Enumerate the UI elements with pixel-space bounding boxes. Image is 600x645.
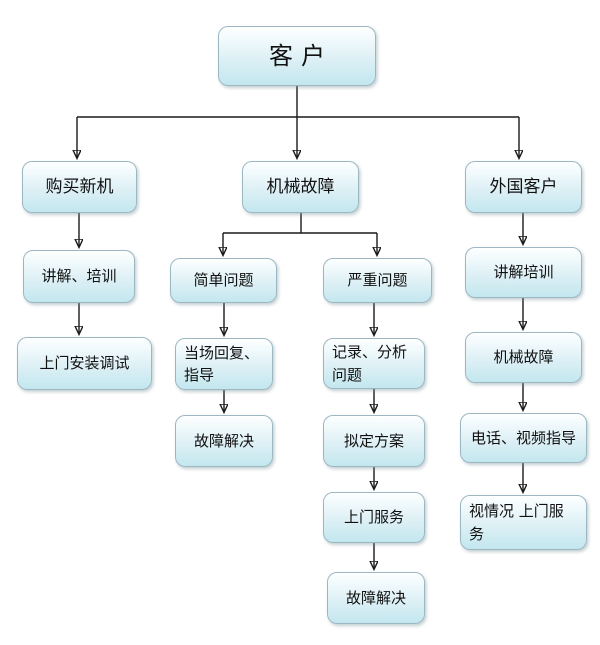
connector-edges [77,86,523,569]
node-formulate-plan: 拟定方案 [323,415,425,467]
node-mechanical-failure: 机械故障 [242,161,359,213]
node-explain-training: 讲解、培训 [23,250,135,303]
node-onsite-service: 上门服务 [323,492,425,543]
node-onsite-service-as-needed: 视情况 上门服务 [460,495,587,550]
node-fault-resolved-simple: 故障解决 [175,415,273,467]
node-foreign-customer: 外国客户 [465,161,582,213]
node-customer: 客户 [218,26,376,86]
node-simple-problem: 简单问题 [170,258,277,303]
node-fault-resolved-serious: 故障解决 [327,572,425,624]
node-buy-new-machine: 购买新机 [22,161,137,213]
node-record-analyze-problem: 记录、分析问题 [323,338,425,389]
node-onsite-install-debug: 上门安装调试 [17,337,152,390]
node-mechanical-failure-foreign: 机械故障 [465,332,582,383]
node-phone-video-guidance: 电话、视频指导 [460,413,587,463]
node-serious-problem: 严重问题 [323,258,432,303]
node-onsite-reply-guide: 当场回复、指导 [175,338,273,390]
node-explain-training-foreign: 讲解培训 [465,247,582,298]
